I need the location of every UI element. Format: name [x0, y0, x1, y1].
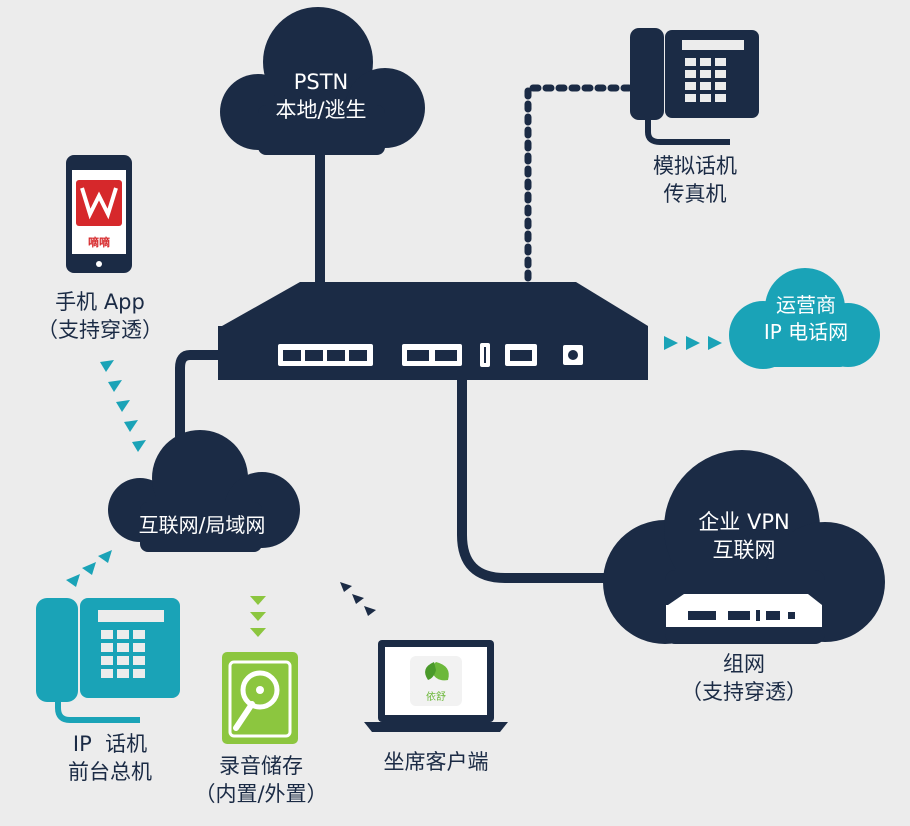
mobile-app-label-line2: （支持穿透） — [37, 318, 163, 343]
ip-phone-label: IP 话机 前台总机 — [40, 730, 180, 787]
ip-phone-label-line1: IP 话机 — [72, 732, 148, 756]
carrier-label-line2: IP 电话网 — [763, 320, 849, 344]
carrier-label-line1: 运营商 — [776, 293, 836, 317]
storage-arrows — [250, 596, 266, 637]
mobile-app-label: 手机 App （支持穿透） — [20, 288, 180, 345]
smartphone-icon: 嘀嘀 — [66, 155, 132, 273]
client-label-line1: 坐席客户端 — [383, 750, 489, 774]
laptop-app-text: 依舒 — [426, 690, 446, 703]
router-internet-line — [175, 350, 222, 455]
analog-phone-icon — [630, 28, 759, 145]
laptop-icon: 依舒 — [364, 640, 508, 732]
vpn-router-icon — [666, 594, 822, 627]
networking-label-line2: （支持穿透） — [681, 680, 807, 705]
vpn-label: 企业 VPN 互联网 — [660, 508, 828, 565]
carrier-label: 运营商 IP 电话网 — [740, 292, 872, 346]
storage-label-line2: （内置/外置） — [194, 782, 328, 807]
pstn-cloud-icon — [220, 7, 425, 155]
internet-label: 互联网/局域网 — [126, 512, 278, 539]
mobile-app-label-line1: 手机 App — [55, 290, 145, 314]
analog-phone-label-line2: 传真机 — [663, 182, 727, 207]
carrier-arrows — [664, 336, 722, 350]
connection-lines — [175, 84, 634, 583]
internet-cloud-icon — [108, 430, 300, 552]
analog-phone-label: 模拟话机 传真机 — [622, 152, 768, 209]
pstn-label-line2: 本地/逃生 — [275, 98, 367, 123]
analog-phone-label-line1: 模拟话机 — [653, 154, 737, 178]
app-icon-text: 嘀嘀 — [88, 235, 110, 249]
vpn-label-line1: 企业 VPN — [698, 510, 790, 534]
ip-phone-label-line2: 前台总机 — [68, 760, 152, 785]
router-icon — [218, 282, 648, 380]
internet-label-line1: 互联网/局域网 — [138, 513, 266, 537]
client-arrows — [340, 582, 376, 616]
analog-phone-dotted-line — [524, 84, 634, 282]
client-label: 坐席客户端 — [356, 748, 516, 776]
storage-label: 录音储存 （内置/外置） — [186, 752, 336, 809]
ip-phone-icon — [36, 598, 180, 723]
storage-label-line1: 录音储存 — [219, 754, 303, 778]
ipphone-arrows — [66, 550, 112, 587]
networking-label: 组网 （支持穿透） — [660, 650, 828, 707]
mobile-internet-arrows — [100, 360, 146, 452]
carrier-cloud-icon — [729, 268, 880, 369]
hard-drive-icon — [222, 652, 298, 744]
vpn-label-line2: 互联网 — [712, 538, 776, 563]
router-vpn-line — [457, 378, 615, 583]
pstn-label-line1: PSTN — [293, 70, 349, 94]
pstn-label: PSTN 本地/逃生 — [258, 68, 384, 125]
networking-label-line1: 组网 — [723, 652, 765, 676]
